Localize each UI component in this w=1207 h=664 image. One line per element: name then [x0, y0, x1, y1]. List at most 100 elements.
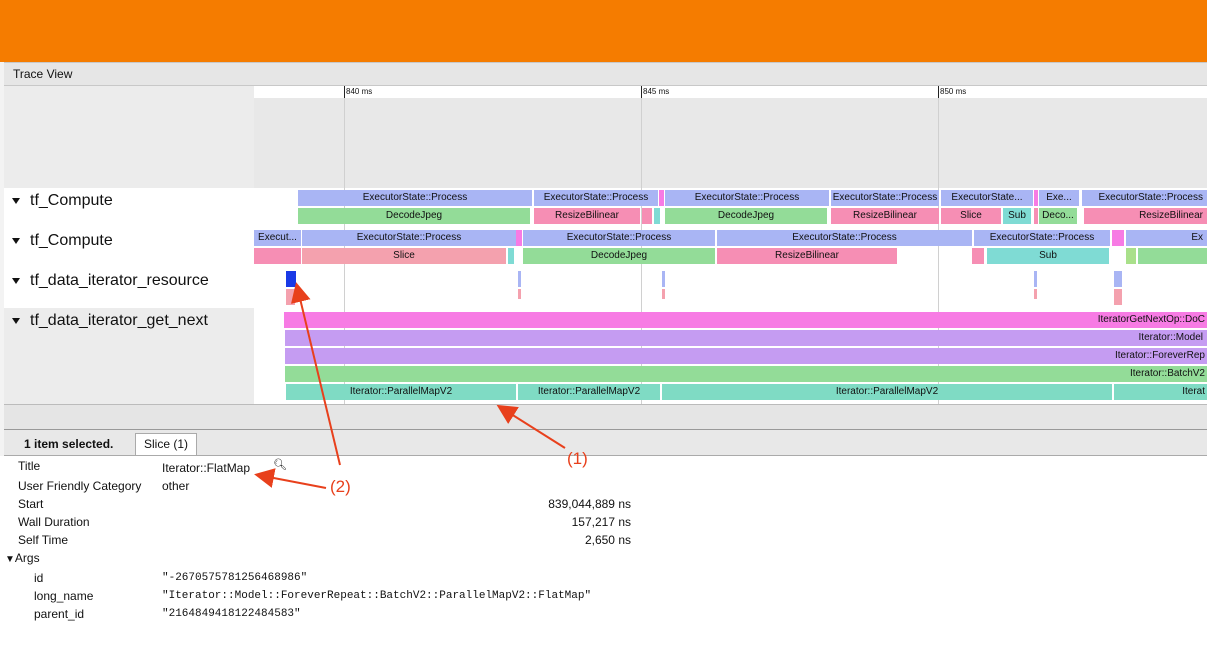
- ruler-tick-label: 845 ms: [643, 87, 670, 96]
- trace-view-header: Trace View: [4, 62, 1207, 86]
- slice[interactable]: Iterat: [1114, 384, 1207, 400]
- slice[interactable]: [642, 208, 652, 224]
- slice[interactable]: ExecutorState::Process: [665, 190, 829, 206]
- slice[interactable]: Iterator::Model: [285, 330, 1207, 346]
- slice[interactable]: ExecutorState::Process: [302, 230, 516, 246]
- collapse-triangle-icon[interactable]: [12, 237, 20, 244]
- arg-key: parent_id: [34, 607, 85, 621]
- category-value: other: [162, 479, 190, 493]
- slice[interactable]: [1034, 190, 1038, 206]
- arg-value: "2164849418122484583": [162, 608, 301, 620]
- track-label-compute-1[interactable]: tf_Compute: [12, 192, 113, 210]
- slice[interactable]: ExecutorState::Process: [717, 230, 972, 246]
- ruler-tick: [344, 86, 345, 98]
- collapse-triangle-icon[interactable]: [12, 277, 20, 284]
- slice[interactable]: [972, 248, 984, 264]
- track-label-get-next[interactable]: tf_data_iterator_get_next: [12, 312, 208, 330]
- track-labels: tf_Compute tf_Compute tf_data_iterator_r…: [4, 86, 254, 404]
- args-toggle[interactable]: ▼Args: [5, 551, 40, 565]
- magnifier-icon[interactable]: 🔍︎: [273, 459, 287, 471]
- selection-count: 1 item selected.: [24, 437, 114, 451]
- slice[interactable]: [662, 289, 665, 299]
- slice[interactable]: DecodeJpeg: [523, 248, 715, 264]
- slice[interactable]: Execut...: [254, 230, 301, 246]
- slice[interactable]: ExecutorState::Process: [523, 230, 715, 246]
- slice[interactable]: [1138, 248, 1207, 264]
- slice[interactable]: Exe...: [1039, 190, 1079, 206]
- slice[interactable]: [518, 289, 521, 299]
- ruler-tick: [938, 86, 939, 98]
- selection-tab-row: 1 item selected. Slice (1): [4, 430, 1207, 456]
- slice[interactable]: ExecutorState::Process: [534, 190, 658, 206]
- wall-duration-value: 157,217 ns: [571, 515, 631, 529]
- slice[interactable]: Iterator::ParallelMapV2: [286, 384, 516, 400]
- details-panel: Title Iterator::FlatMap 🔍︎ User Friendly…: [0, 456, 1207, 664]
- slice[interactable]: [1034, 289, 1037, 299]
- annotation-1: (1): [567, 449, 588, 468]
- ruler-tick-label: 850 ms: [940, 87, 967, 96]
- slice[interactable]: Iterator::BatchV2: [285, 366, 1207, 382]
- slice[interactable]: [1034, 271, 1037, 287]
- arg-key: long_name: [34, 589, 94, 603]
- panel-divider[interactable]: [4, 404, 1207, 430]
- slice[interactable]: Sub: [1003, 208, 1031, 224]
- slice[interactable]: [1126, 248, 1136, 264]
- slice[interactable]: [518, 271, 521, 287]
- slice[interactable]: ResizeBilinear: [717, 248, 897, 264]
- slice[interactable]: [508, 248, 514, 264]
- panel-title: Trace View: [13, 67, 73, 81]
- track-label-iterator-resource[interactable]: tf_data_iterator_resource: [12, 272, 209, 290]
- selected-slice[interactable]: [286, 271, 296, 287]
- start-label: Start: [18, 497, 44, 511]
- wall-duration-label: Wall Duration: [18, 515, 90, 529]
- slice[interactable]: DecodeJpeg: [665, 208, 827, 224]
- slice[interactable]: [516, 230, 522, 246]
- expand-triangle-icon[interactable]: ▼: [5, 554, 15, 565]
- slice[interactable]: [1112, 230, 1124, 246]
- slice[interactable]: ResizeBilinear: [534, 208, 640, 224]
- slice[interactable]: ExecutorState...: [941, 190, 1033, 206]
- collapse-triangle-icon[interactable]: [12, 317, 20, 324]
- slice[interactable]: IteratorGetNextOp::DoC: [284, 312, 1207, 328]
- slice[interactable]: Iterator::ParallelMapV2: [518, 384, 660, 400]
- slice[interactable]: Deco...: [1039, 208, 1077, 224]
- slice[interactable]: ResizeBilinear: [1084, 208, 1207, 224]
- collapse-triangle-icon[interactable]: [12, 197, 20, 204]
- self-time-value: 2,650 ns: [584, 533, 631, 547]
- start-value: 839,044,889 ns: [548, 497, 631, 511]
- slice[interactable]: [1114, 289, 1122, 305]
- slice[interactable]: ExecutorState::Process: [831, 190, 939, 206]
- slice[interactable]: ExecutorState::Process: [298, 190, 532, 206]
- slice[interactable]: Iterator::ForeverRep: [285, 348, 1207, 364]
- title-value: Iterator::FlatMap: [162, 461, 251, 475]
- arg-key: id: [34, 571, 44, 585]
- arg-value: "Iterator::Model::ForeverRepeat::BatchV2…: [162, 590, 592, 602]
- category-label: User Friendly Category: [18, 479, 142, 493]
- slice[interactable]: Ex: [1126, 230, 1207, 246]
- slice[interactable]: [659, 190, 664, 206]
- timeline-canvas[interactable]: ExecutorState::Process ExecutorState::Pr…: [254, 98, 1207, 404]
- slice[interactable]: Slice: [302, 248, 506, 264]
- ruler-tick-label: 840 ms: [346, 87, 373, 96]
- slice[interactable]: ExecutorState::Process: [1082, 190, 1207, 206]
- track-label-compute-2[interactable]: tf_Compute: [12, 232, 113, 250]
- slice[interactable]: [286, 289, 295, 305]
- slice[interactable]: [654, 208, 660, 224]
- slice[interactable]: ResizeBilinear: [831, 208, 939, 224]
- slice[interactable]: ExecutorState::Process: [974, 230, 1110, 246]
- self-time-label: Self Time: [18, 533, 69, 547]
- slice[interactable]: [1114, 271, 1122, 287]
- top-banner: [0, 0, 1207, 62]
- arg-value: "-2670575781256468986": [162, 572, 308, 584]
- slice[interactable]: Iterator::ParallelMapV2: [662, 384, 1112, 400]
- slice[interactable]: Slice: [941, 208, 1001, 224]
- slice[interactable]: [662, 271, 665, 287]
- slice[interactable]: DecodeJpeg: [298, 208, 530, 224]
- tab-slice[interactable]: Slice (1): [135, 433, 197, 455]
- annotation-2: (2): [330, 477, 351, 496]
- slice[interactable]: Sub: [987, 248, 1109, 264]
- slice[interactable]: [1034, 208, 1038, 224]
- ruler-tick: [641, 86, 642, 98]
- title-label: Title: [18, 459, 41, 473]
- slice[interactable]: [254, 248, 301, 264]
